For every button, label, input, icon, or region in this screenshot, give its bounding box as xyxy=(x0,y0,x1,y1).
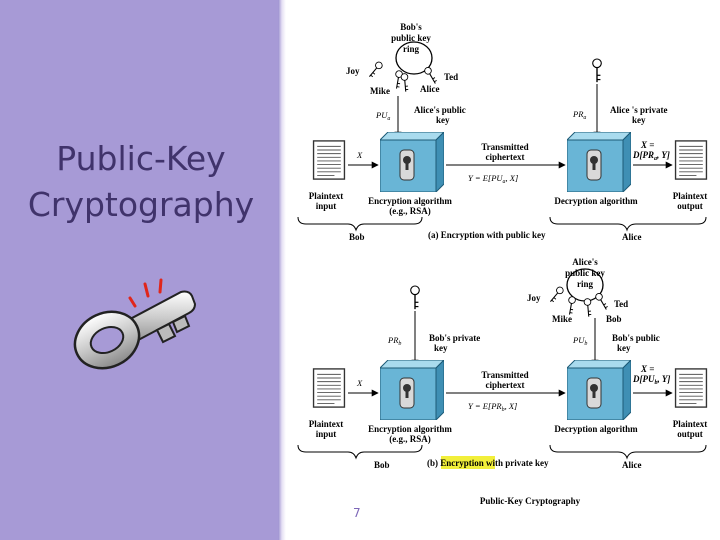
panel-a-sender: Bob xyxy=(349,232,365,242)
panel-a-plaintext-output-doc xyxy=(676,141,707,179)
panel-b-public-key-label-1: Bob's public xyxy=(612,333,660,343)
panel-a-key-label-1: Alice's public xyxy=(414,105,466,115)
panel-b-ring-label-2: public key xyxy=(565,268,605,278)
slide-title-line-1: Public-Key xyxy=(0,136,282,182)
panel-a-plaintext-output-label-2: output xyxy=(677,201,703,211)
panel-a: Bob's public key ring Joy Mike Alice Ted… xyxy=(298,22,707,242)
panel-a-encryption-box xyxy=(380,132,444,192)
panel-b-output-var: X = xyxy=(640,364,654,374)
panel-b: Alice's public key ring Joy Mike Bob Ted… xyxy=(298,257,707,470)
panel-a-plaintext-input-label-2: input xyxy=(316,201,337,211)
panel-b-cipher-formula: Y = E[PRb, X] xyxy=(468,401,517,413)
panel-b-plaintext-input-label-1: Plaintext xyxy=(309,419,344,429)
panel-b-sender: Bob xyxy=(374,460,390,470)
panel-b-encryption-box xyxy=(380,360,444,420)
panel-a-key-symbol: PUa xyxy=(375,110,390,122)
panel-a-plaintext-input-label-1: Plaintext xyxy=(309,191,344,201)
panel-b-encryption-algo-1: Encryption algorithm xyxy=(368,424,452,434)
panel-a-cipher-formula: Y = E[PUa, X] xyxy=(468,173,518,185)
panel-b-plaintext-output-doc xyxy=(676,369,707,407)
slide-title: Public-Key Cryptography xyxy=(0,136,282,228)
panel-b-public-key-label-2: key xyxy=(617,343,631,353)
panel-a-ring-name-joy: Joy xyxy=(346,66,360,76)
panel-a-input-var: X xyxy=(356,150,363,160)
panel-b-ring-name-bob: Bob xyxy=(606,314,622,324)
panel-b-ring-name-joy: Joy xyxy=(527,293,541,303)
public-key-diagram: Bob's public key ring Joy Mike Alice Ted… xyxy=(288,0,718,525)
panel-b-plaintext-input-doc xyxy=(314,369,345,407)
key-icon xyxy=(65,274,225,384)
panel-a-transmitted-2: ciphertext xyxy=(486,152,525,162)
panel-a-receiver: Alice xyxy=(622,232,642,242)
panel-a-private-key-label-2: key xyxy=(632,115,646,125)
panel-b-ring-name-mike: Mike xyxy=(552,314,572,324)
panel-b-plaintext-output-label-1: Plaintext xyxy=(673,419,708,429)
panel-b-transmitted-1: Transmitted xyxy=(481,370,528,380)
panel-a-encryption-algo-1: Encryption algorithm xyxy=(368,196,452,206)
panel-b-output-formula: D[PUb, Y] xyxy=(632,374,670,386)
panel-b-key-label-1: Bob's private xyxy=(429,333,480,343)
panel-a-ring-name-alice: Alice xyxy=(420,84,440,94)
panel-b-ring-name-ted: Ted xyxy=(614,299,628,309)
panel-b-key-symbol: PRb xyxy=(387,335,401,347)
title-panel xyxy=(0,0,282,540)
slide-title-line-2: Cryptography xyxy=(0,182,282,228)
panel-b-encryption-algo-2: (e.g., RSA) xyxy=(389,434,431,444)
panel-a-plaintext-output-label-1: Plaintext xyxy=(673,191,708,201)
panel-b-caption: (b) Encryption with private key xyxy=(427,458,549,468)
panel-a-caption: (a) Encryption with public key xyxy=(428,230,546,240)
panel-b-transmitted-2: ciphertext xyxy=(486,380,525,390)
panel-b-key-label-2: key xyxy=(434,343,448,353)
panel-a-encryption-algo-2: (e.g., RSA) xyxy=(389,206,431,216)
panel-b-receiver: Alice xyxy=(622,460,642,470)
panel-b-plaintext-input-label-2: input xyxy=(316,429,337,439)
panel-b-input-var: X xyxy=(356,378,363,388)
panel-a-private-key-symbol: PRa xyxy=(572,109,586,121)
panel-b-plaintext-output-label-2: output xyxy=(677,429,703,439)
panel-edge xyxy=(278,0,286,540)
panel-b-decryption-box xyxy=(567,360,631,420)
panel-a-plaintext-input-doc xyxy=(314,141,345,179)
panel-a-ring-name-ted: Ted xyxy=(444,72,458,82)
panel-a-transmitted-1: Transmitted xyxy=(481,142,528,152)
panel-a-output-var: X = xyxy=(640,140,654,150)
panel-b-public-key-symbol: PUb xyxy=(572,335,587,347)
panel-a-key-label-2: key xyxy=(436,115,450,125)
panel-a-ring-label-2: public key xyxy=(391,33,431,43)
panel-a-output-formula: D[PRa, Y] xyxy=(632,150,670,162)
panel-a-decryption-box xyxy=(567,132,631,192)
panel-b-ring-label-1: Alice's xyxy=(572,257,598,267)
panel-a-private-key-label-1: Alice 's private xyxy=(610,105,668,115)
panel-b-ring-label-3: ring xyxy=(577,279,594,289)
panel-a-ring-label-3: ring xyxy=(403,44,420,54)
panel-a-decryption-algo: Decryption algorithm xyxy=(554,196,638,206)
figure-caption: Public-Key Cryptography xyxy=(480,496,581,506)
panel-a-ring-label-1: Bob's xyxy=(400,22,422,32)
panel-a-ring-name-mike: Mike xyxy=(370,86,390,96)
panel-b-decryption-algo: Decryption algorithm xyxy=(554,424,638,434)
